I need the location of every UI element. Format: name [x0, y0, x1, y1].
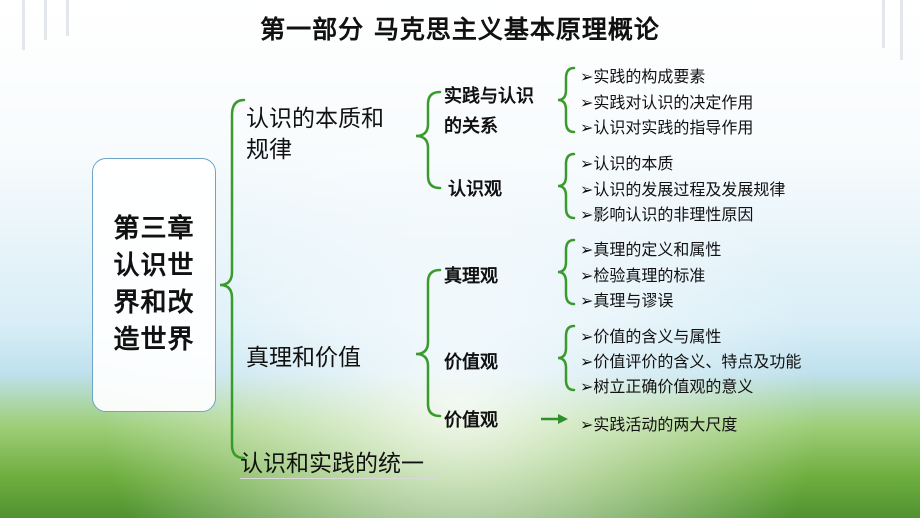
decorative-stripe: [882, 0, 885, 48]
value-view-2-label: 价值观: [444, 410, 498, 431]
list-item: ➢实践活动的两大尺度: [580, 415, 738, 434]
truth-bracket: [415, 268, 442, 418]
chapter-box: 第三章认识世界和改造世界: [92, 158, 216, 412]
cognition-bracket: [415, 90, 442, 190]
list-item: ➢影响认识的非理性原因: [580, 205, 754, 224]
list-item: ➢检验真理的标准: [580, 266, 706, 285]
list-item: ➢真理与谬误: [580, 291, 674, 310]
arrow-head: [558, 414, 568, 424]
list-item: ➢真理的定义和属性: [580, 240, 722, 259]
main-bracket: [219, 98, 246, 460]
items-bracket: [557, 152, 576, 220]
chapter-title: 第三章认识世界和改造世界: [113, 214, 195, 355]
decorative-stripe: [22, 0, 25, 50]
slide-title: 第一部分 马克思主义基本原理概论: [260, 15, 660, 44]
list-item: ➢实践的构成要素: [580, 67, 706, 86]
truth-view-label: 真理观: [444, 266, 498, 287]
list-item: ➢价值的含义与属性: [580, 327, 722, 346]
items-bracket: [557, 66, 576, 134]
list-item: ➢认识的本质: [580, 154, 674, 173]
items-bracket: [557, 238, 576, 306]
list-item: ➢认识对实践的指导作用: [580, 118, 754, 137]
items-bracket: [557, 324, 576, 392]
decorative-stripe: [44, 0, 47, 40]
branch-cognition-label: 认识的本质和规律: [246, 106, 384, 163]
epistemology-label: 认识观: [448, 179, 502, 200]
value-view-label: 价值观: [444, 352, 498, 373]
list-item: ➢实践对认识的决定作用: [580, 93, 754, 112]
list-item: ➢认识的发展过程及发展规律: [580, 180, 786, 199]
decorative-stripe: [66, 0, 69, 36]
decorative-stripe: [900, 0, 903, 60]
branch-unity-label: 认识和实践的统一: [240, 444, 436, 479]
practice-relation-label: 实践与认识的关系: [444, 86, 534, 137]
branch-truth-value-label: 真理和价值: [246, 345, 361, 371]
list-item: ➢树立正确价值观的意义: [580, 377, 754, 396]
list-item: ➢价值评价的含义、特点及功能: [580, 352, 802, 371]
